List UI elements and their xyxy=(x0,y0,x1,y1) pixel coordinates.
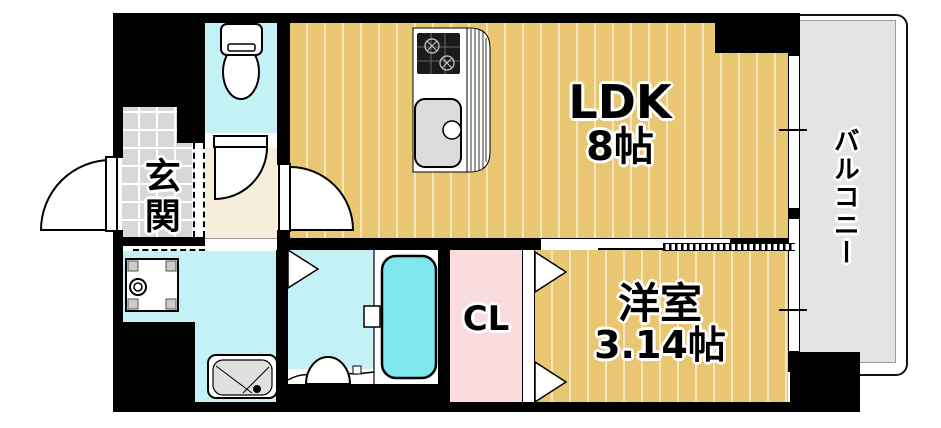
washroom-entry-opening xyxy=(205,238,277,252)
closet-folding-doors xyxy=(534,250,568,404)
wall-bath-left xyxy=(276,250,288,402)
entrance-step-line xyxy=(193,143,205,237)
closet-label: CL xyxy=(462,299,510,339)
washroom-folding-door-line xyxy=(133,245,205,251)
wall-right-pier-2 xyxy=(788,207,800,218)
closet-door-strip xyxy=(522,249,535,403)
western-room-size-label: 3.14帖 xyxy=(594,323,726,368)
wash-basin xyxy=(207,354,278,399)
partition-track-hatch xyxy=(663,243,795,251)
ldk-door xyxy=(278,163,355,232)
wall-bottom xyxy=(113,402,800,412)
wall-right-pier-1 xyxy=(788,15,800,57)
ldk-size-label: 8帖 xyxy=(586,124,654,171)
ldk-window xyxy=(788,55,800,209)
balcony-label: バルコニー xyxy=(829,127,860,267)
western-room-window xyxy=(788,218,800,352)
kitchen-sink xyxy=(414,98,462,168)
wall-left-upper xyxy=(113,107,123,158)
wall-washroom-block xyxy=(123,322,195,412)
ldk-label-group: LDK 8帖 xyxy=(540,75,700,171)
wall-entrance-step xyxy=(177,13,205,143)
wall-bath-top xyxy=(277,238,541,250)
wall-left-lower xyxy=(113,230,123,412)
ldk-floor xyxy=(290,22,788,240)
bath-door xyxy=(287,248,320,290)
western-room-label-group: 洋室 3.14帖 xyxy=(565,279,755,368)
window-tick-marks xyxy=(779,129,807,311)
western-room-floor xyxy=(535,250,788,402)
wall-closet-left xyxy=(438,244,450,412)
wall-block-bottomright xyxy=(790,352,860,412)
balcony-floor xyxy=(799,20,896,363)
western-room-label: 洋室 xyxy=(617,279,702,328)
toilet xyxy=(220,23,263,100)
wall-top xyxy=(113,13,800,23)
wall-top-right xyxy=(715,13,800,53)
wall-ldk-left-upper xyxy=(277,13,290,165)
washing-machine-pan xyxy=(125,258,179,312)
entrance-label: 玄関 xyxy=(138,157,180,237)
partition-lower-track-line xyxy=(598,248,663,250)
wall-mid-horizontal xyxy=(113,237,205,246)
kitchen-stove xyxy=(417,33,460,74)
toilet-door xyxy=(213,135,269,201)
entrance-door xyxy=(39,156,118,232)
ldk-label: LDK xyxy=(568,75,672,129)
bathtub xyxy=(363,254,438,380)
closet-floor xyxy=(450,249,522,403)
